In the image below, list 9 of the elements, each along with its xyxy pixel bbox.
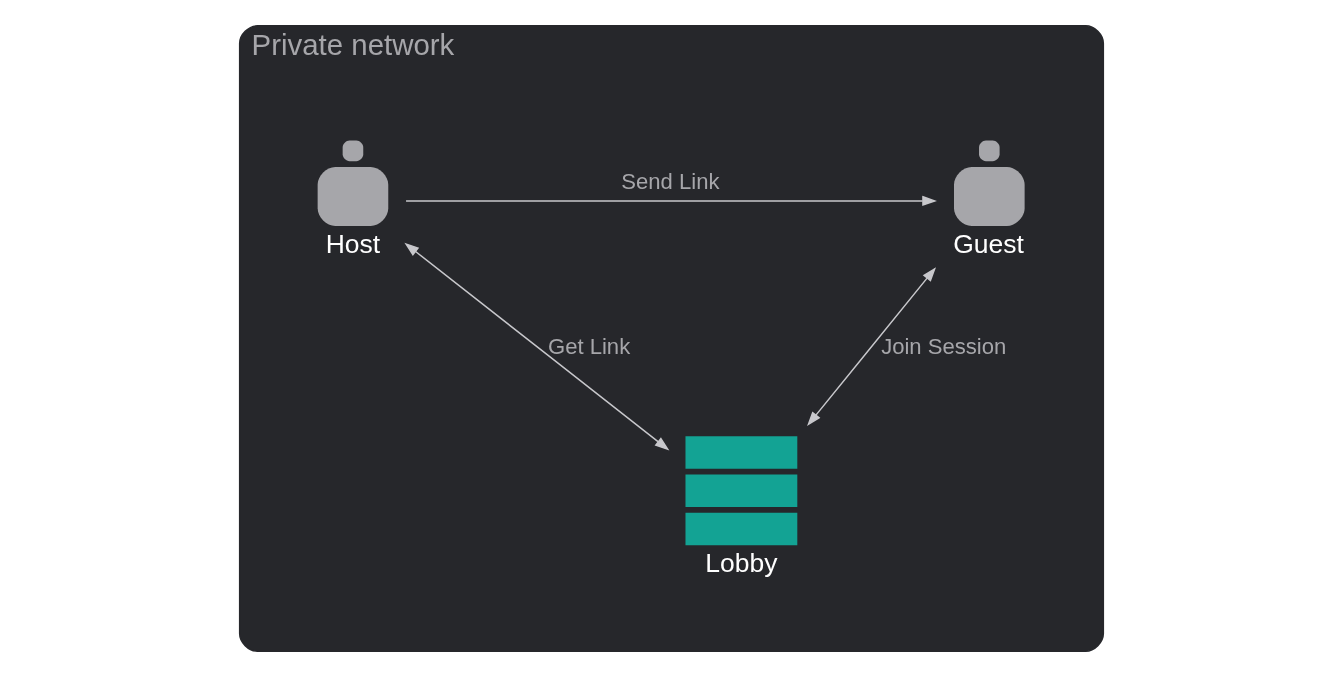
node-label: Host [325, 229, 380, 260]
edge-label: Get Link [547, 333, 630, 359]
edge-label: Send Link [620, 169, 719, 195]
arrow [404, 195, 937, 207]
arrow [403, 242, 669, 451]
edge-label: Join Session [880, 333, 1006, 359]
node-label: Guest [952, 229, 1024, 260]
node-label: Lobby [704, 548, 777, 579]
arrow [806, 267, 936, 427]
